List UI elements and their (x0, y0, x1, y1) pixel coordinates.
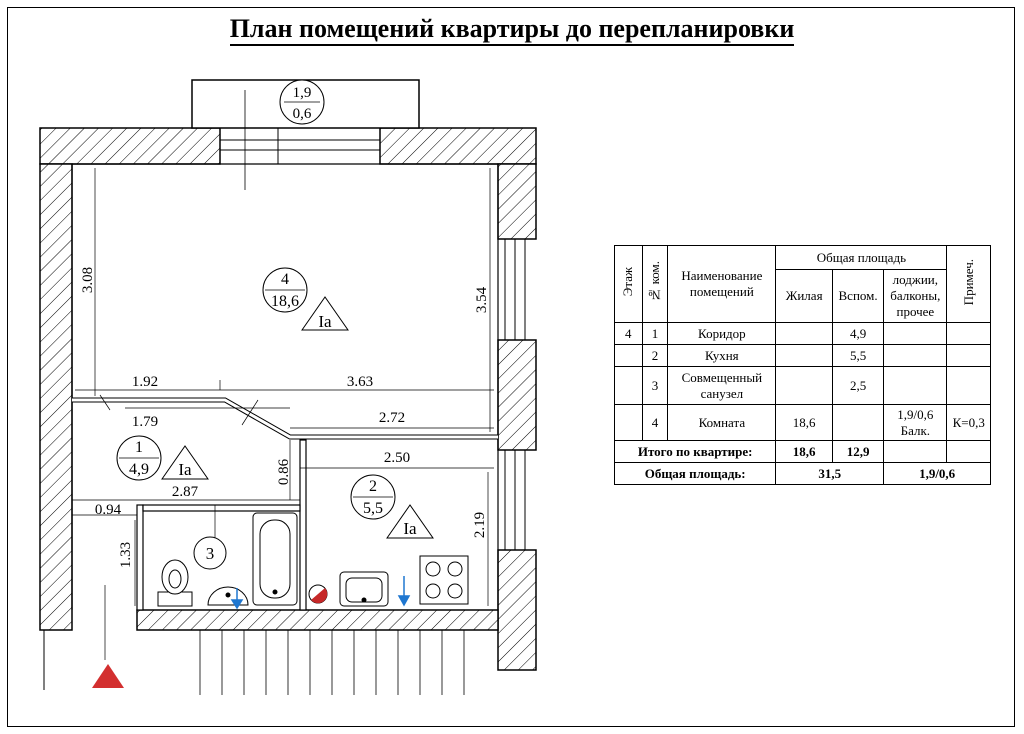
header-num: № ком. (646, 261, 662, 303)
room-1-area: 4,9 (129, 461, 149, 478)
wall-top-left (39, 127, 221, 165)
explication-table: Этаж № ком. Наименование помещений Общая… (613, 245, 991, 485)
room-1-label: 1 4,9 Iа (116, 435, 209, 481)
room-4-label: 4 18,6 Iа (262, 267, 349, 331)
room-3-label: 3 (193, 536, 227, 570)
room-2-label: 2 5,5 Iа (350, 474, 434, 539)
room-3-number: 3 (206, 544, 215, 563)
room-2-number: 2 (369, 478, 377, 495)
header-aux: Вспом. (831, 269, 885, 323)
wall-left (39, 163, 73, 631)
room-outlines (71, 163, 499, 611)
header-name: Наименование помещений (667, 245, 777, 323)
wall-bottom (136, 609, 499, 631)
dim-219: 2.19 (472, 512, 488, 538)
windows (43, 139, 526, 690)
header-living: Жилая (775, 269, 833, 323)
drawing-frame (7, 7, 1015, 727)
room-4-number: 4 (281, 271, 289, 288)
dim-179: 1.79 (132, 414, 158, 430)
header-note: Примеч. (960, 258, 976, 306)
bathtub-icon (252, 512, 298, 606)
header-total: Общая площадь (775, 245, 948, 270)
wall-right-1 (497, 163, 537, 240)
dim-086: 0.86 (276, 458, 292, 485)
wall-right-2 (497, 339, 537, 451)
room-2-class: Iа (403, 519, 417, 538)
sink-icon (207, 586, 249, 606)
boiler-icon (308, 584, 328, 604)
header-other: лоджии, балконы, прочее (883, 269, 948, 323)
riser-arrows-icon (230, 576, 411, 610)
kitchen-sink-icon (339, 571, 389, 607)
room-4-class: Iа (318, 312, 332, 331)
dim-308: 3.08 (80, 267, 96, 293)
dim-287: 2.87 (172, 484, 199, 500)
balcony-area-num: 1,9 (293, 85, 312, 101)
room-1-class: Iа (178, 460, 192, 479)
title-text: План помещений квартиры до перепланировк… (229, 14, 795, 46)
dim-133: 1.33 (118, 542, 134, 568)
staircase (199, 630, 465, 695)
room-4-area: 18,6 (271, 293, 299, 310)
page-title: План помещений квартиры до перепланировк… (0, 14, 1024, 46)
entrance-marker-icon (92, 664, 124, 688)
dimension-labels: 3.08 3.54 1.92 3.63 1.79 2.72 0.86 2.50 … (80, 267, 490, 568)
stove-icon (419, 555, 469, 605)
dim-354: 3.54 (474, 286, 490, 313)
balcony: 1,9 0,6 (191, 79, 420, 190)
room-1-number: 1 (135, 439, 143, 456)
dimension-lines (72, 168, 494, 660)
dim-272: 2.72 (379, 410, 405, 426)
header-floor: Этаж (620, 267, 636, 297)
walls (39, 127, 537, 671)
wall-top-right (379, 127, 537, 165)
room-2-area: 5,5 (363, 500, 383, 517)
dim-363: 3.63 (347, 374, 373, 390)
dim-192: 1.92 (132, 374, 158, 390)
toilet-icon (157, 559, 193, 607)
table-total-row: Итого по квартире: 18,6 12,9 (613, 440, 991, 463)
balcony-area-den: 0,6 (293, 106, 312, 122)
dim-094: 0.94 (95, 502, 122, 518)
table-grand-row: Общая площадь: 31,5 1,9/0,6 (613, 462, 991, 485)
wall-right-3 (497, 549, 537, 671)
dim-250: 2.50 (384, 450, 410, 466)
